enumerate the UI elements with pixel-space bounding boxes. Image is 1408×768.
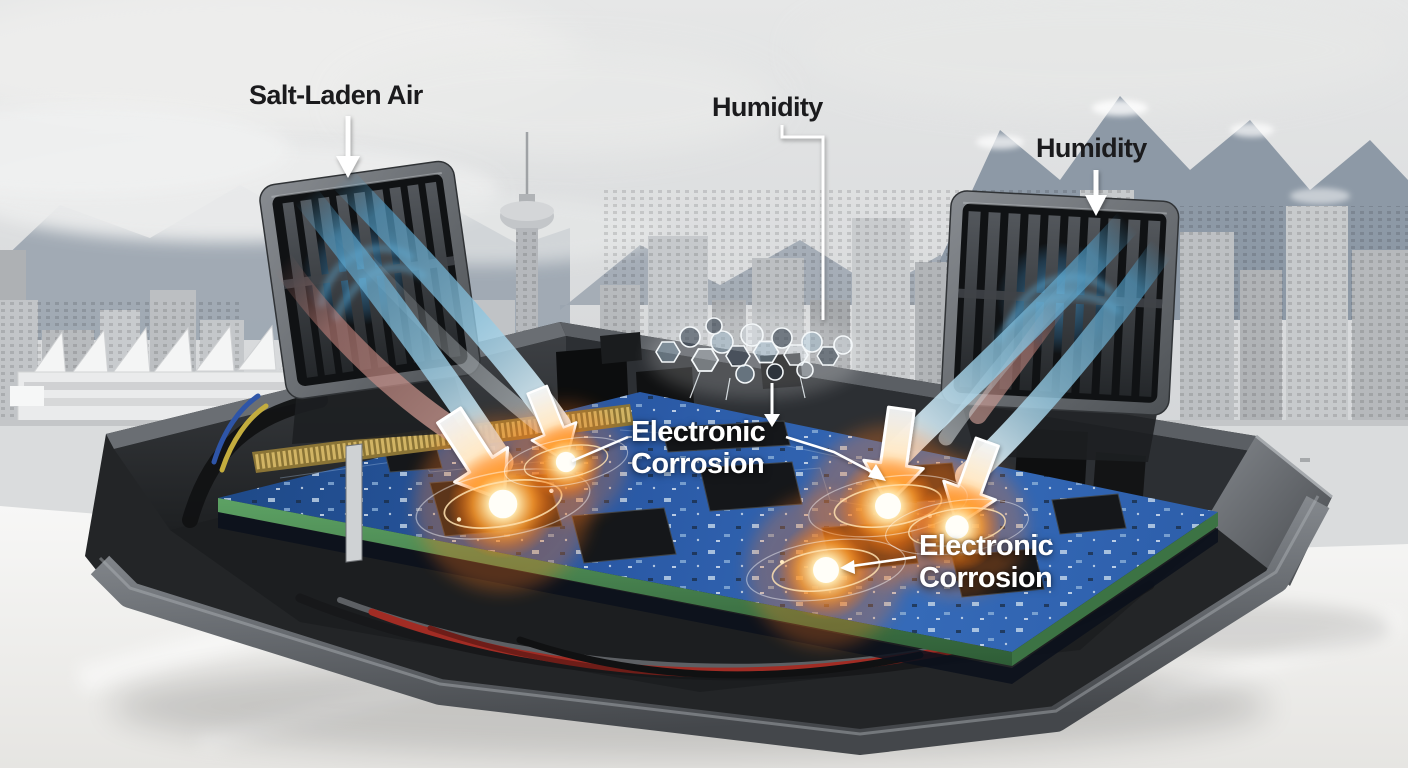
salt-air-down-arrow-icon <box>336 116 360 178</box>
label-humidity-right: Humidity <box>1036 133 1147 163</box>
corrosion-left-leader-lines <box>571 435 886 481</box>
label-electronic-corrosion-left: Electronic Corrosion <box>631 416 766 481</box>
label-line: Corrosion <box>919 562 1053 595</box>
corrosion-glow-icon <box>503 423 629 501</box>
corrosion-glow-icon <box>885 482 1029 572</box>
humidity-down-arrow-icon <box>1085 170 1107 216</box>
label-electronic-corrosion-right: Electronic Corrosion <box>919 530 1054 595</box>
corrosion-glow-spots <box>415 423 1029 620</box>
enclosure-front-rim <box>90 495 1330 755</box>
metal-bracket <box>345 443 363 563</box>
callout-leader-lines <box>336 116 1107 574</box>
label-line: Electronic <box>919 530 1054 562</box>
label-line: Corrosion <box>631 448 765 481</box>
label-salt-laden-air: Salt-Laden Air <box>249 80 423 110</box>
harbour-centre-tower <box>500 132 554 340</box>
humidity-center-leader-line <box>764 125 825 427</box>
corrosion-right-leader-line <box>840 555 917 574</box>
label-line: Electronic <box>631 416 766 448</box>
label-humidity-center: Humidity <box>712 92 823 122</box>
humidity-molecule-cluster <box>647 311 863 401</box>
humidity-ribbon-blue1 <box>886 208 1142 466</box>
